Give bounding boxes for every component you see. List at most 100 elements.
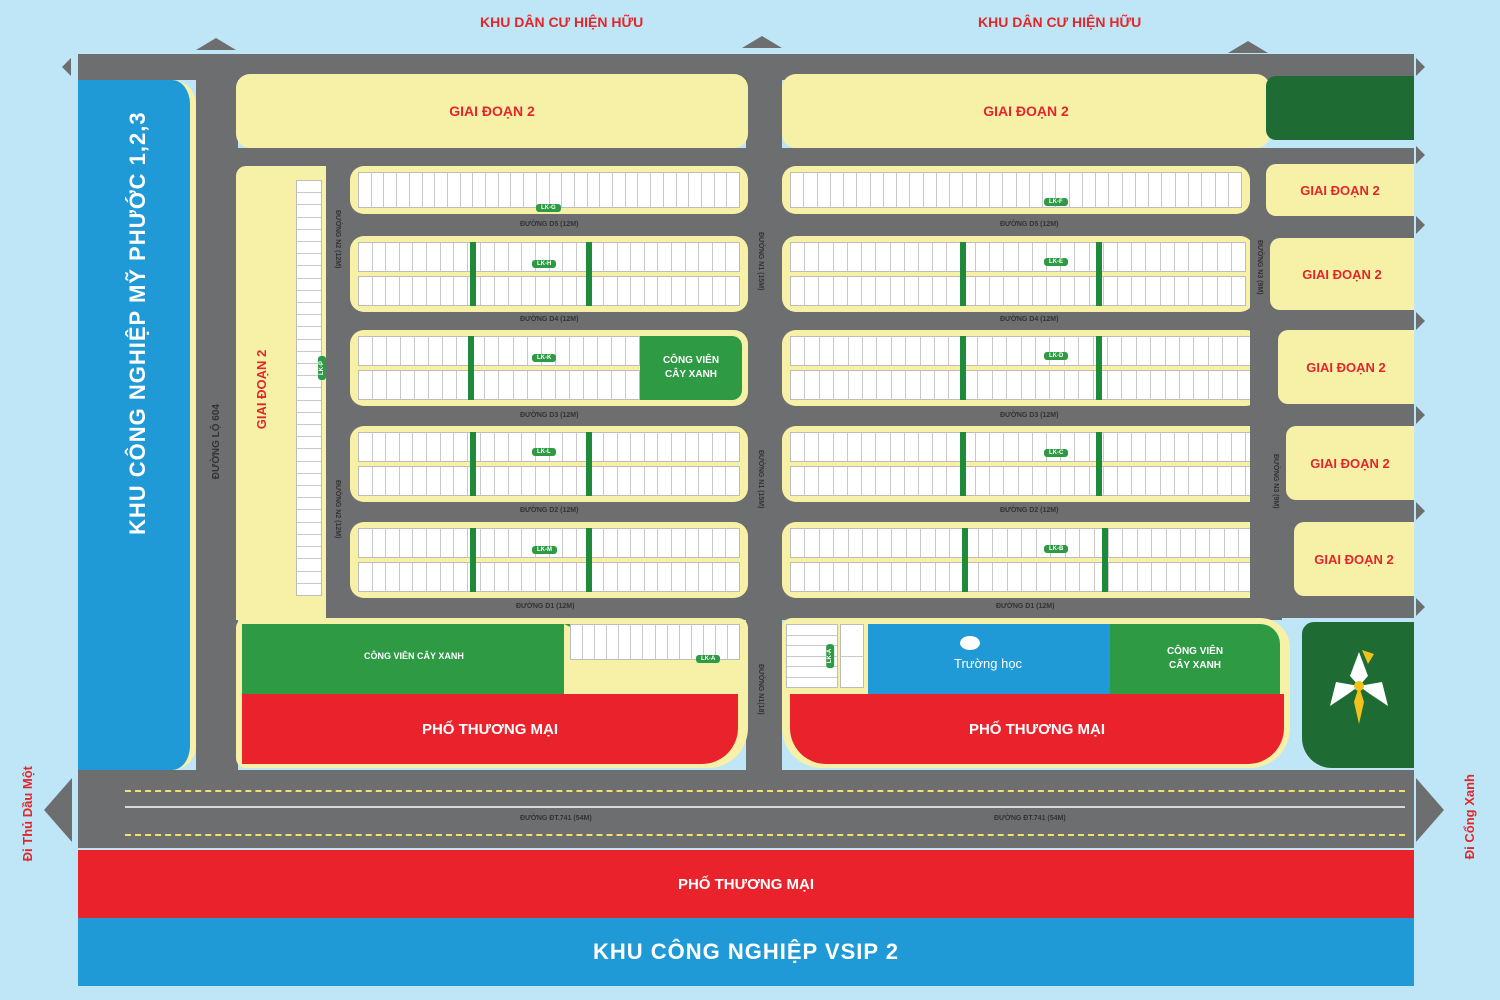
road-d1-label-right: ĐƯỜNG D1 (12M) [996, 603, 1055, 610]
lot-block-lk-p [296, 180, 322, 596]
school-area [868, 624, 1110, 694]
school-icon [960, 636, 980, 650]
green-strip [960, 432, 966, 496]
lots-lk-k-top [358, 336, 640, 366]
block-label-lk-m: LK-M [532, 546, 557, 554]
block-label-lk-f: LK-F [1044, 198, 1068, 206]
road-n2-label-upper: ĐƯỜNG N2 (12M) [334, 210, 341, 269]
road-d4-label-left: ĐƯỜNG D4 (12M) [520, 316, 579, 323]
park-right: CÔNG VIÊN CÂY XANH [1110, 624, 1280, 694]
road-d3-label-right: ĐƯỜNG D3 (12M) [1000, 412, 1059, 419]
east-exit-arrow-icon [1416, 778, 1444, 842]
lane-marking [125, 790, 1405, 792]
road-n2-label-lower: ĐƯỜNG N2 (12M) [334, 480, 341, 539]
green-strip [586, 432, 592, 496]
green-strip [586, 242, 592, 306]
block-label-lk-b: LK-B [1044, 545, 1069, 553]
road-d1-label-left: ĐƯỜNG D1 (12M) [516, 603, 575, 610]
lots-lk-g [358, 172, 740, 208]
lots-lk-b-bottom [790, 562, 1268, 592]
road-n3-label-lower: ĐƯỜNG N3 (9M) [1272, 454, 1279, 509]
lots-lk-c-bottom [790, 466, 1260, 496]
lots-lk-l-top [358, 432, 740, 462]
east-road-arrow-icon [1416, 598, 1425, 616]
road-d2-label-left: ĐƯỜNG D2 (12M) [520, 507, 579, 514]
green-strip [1096, 336, 1102, 400]
lots-lk-a-west [570, 624, 740, 660]
industrial-west-label: KHU CÔNG NGHIỆP MỸ PHƯỚC 1,2,3 [125, 111, 150, 535]
phase2-block-east-3: GIAI ĐOẠN 2 [1278, 330, 1414, 404]
block-label-lk-e: LK-E [1044, 258, 1068, 266]
phase2-block-east-1: GIAI ĐOẠN 2 [1266, 164, 1414, 216]
east-road-arrow-icon [1416, 406, 1425, 424]
existing-residential-north-left-label: KHU DÂN CƯ HIỆN HỮU [480, 14, 644, 30]
north-exit-arrow-icon [1228, 41, 1268, 53]
park-mid-left: CÔNG VIÊN CÂY XANH [640, 336, 742, 400]
road-lo-604-label: ĐƯỜNG LỘ 604 [211, 404, 222, 480]
road-d2-label-right: ĐƯỜNG D2 (12M) [1000, 507, 1059, 514]
phase2-block-east-4: GIAI ĐOẠN 2 [1286, 426, 1414, 500]
north-exit-arrow-icon [196, 38, 236, 50]
green-strip [470, 528, 476, 592]
existing-residential-north-right-label: KHU DÂN CƯ HIỆN HỮU [978, 14, 1142, 30]
road-d5-label-right: ĐƯỜNG D5 (12M) [1000, 221, 1059, 228]
block-label-lk-d: LK-D [1044, 352, 1069, 360]
green-area-northeast [1266, 76, 1414, 140]
lots-lk-f [790, 172, 1242, 208]
block-label-lk-a-east: LK-A [826, 643, 835, 669]
east-road-arrow-icon [1416, 146, 1425, 164]
road-d3-label-left: ĐƯỜNG D3 (12M) [520, 412, 579, 419]
lane-marking [125, 834, 1405, 836]
green-strip [962, 528, 968, 592]
block-label-lk-h: LK-H [532, 260, 557, 268]
commercial-block-south-left: PHỐ THƯƠNG MẠI [242, 694, 738, 764]
east-road-arrow-icon [1416, 216, 1425, 234]
lots-lk-e-top [790, 242, 1246, 272]
road-n1b-label: ĐƯỜNG N1(18) [757, 664, 764, 715]
commercial-strip-south: PHỐ THƯƠNG MẠI [78, 850, 1414, 918]
green-strip [960, 242, 966, 306]
road-n3-label-upper: ĐƯỜNG N3 (9M) [1256, 240, 1263, 295]
road-lo-604 [196, 80, 238, 770]
park-left [242, 624, 570, 694]
industrial-zone-south: KHU CÔNG NGHIỆP VSIP 2 [78, 918, 1414, 986]
lots-lk-l-bottom [358, 466, 740, 496]
lots-lk-a-east [786, 624, 838, 688]
road-n1-label-lower: ĐƯỜNG N1 (15M) [757, 450, 764, 509]
lots-lk-k-bottom [358, 370, 640, 400]
lots-lk-d-bottom [790, 370, 1252, 400]
green-strip [1102, 528, 1108, 592]
block-label-lk-l: LK-L [532, 448, 556, 456]
road-d5-label-left: ĐƯỜNG D5 (12M) [520, 221, 579, 228]
commercial-block-south-right: PHỐ THƯƠNG MẠI [790, 694, 1284, 764]
north-exit-arrow-icon [742, 36, 782, 48]
block-label-lk-g: LK-G [536, 204, 561, 212]
lots-lk-d-top [790, 336, 1252, 366]
industrial-zone-west [78, 80, 196, 770]
east-road-arrow-icon [1416, 502, 1425, 520]
road-dt741 [78, 770, 1414, 848]
green-strip [1096, 242, 1102, 306]
lots-lk-m-bottom [358, 562, 740, 592]
block-label-lk-c: LK-C [1044, 449, 1069, 457]
phase2-block-east-5: GIAI ĐOẠN 2 [1294, 522, 1414, 596]
school-label: Trường học [954, 656, 1023, 671]
green-strip [468, 336, 474, 400]
road-dt741-label-left: ĐƯỜNG ĐT.741 (54M) [520, 815, 592, 822]
lane-marking [125, 806, 1405, 808]
project-logo-icon [1330, 650, 1388, 724]
road-dt741-label-right: ĐƯỜNG ĐT.741 (54M) [994, 815, 1066, 822]
lots-lk-h-bottom [358, 276, 740, 306]
lots-lk-a-east-2 [840, 624, 864, 688]
green-strip [586, 528, 592, 592]
park-mid-label: CÔNG VIÊN CÂY XANH [662, 355, 720, 380]
park-left-label: CÔNG VIÊN CÂY XANH [364, 651, 464, 661]
green-strip [470, 242, 476, 306]
green-strip [1096, 432, 1102, 496]
phase2-block-north-right: GIAI ĐOẠN 2 [782, 74, 1270, 148]
road-n1 [746, 80, 782, 770]
lots-lk-e-bottom [790, 276, 1246, 306]
direction-east-label: Đi Cổng Xanh [1462, 774, 1477, 860]
direction-west-label: Đi Thủ Dầu Một [20, 766, 35, 862]
